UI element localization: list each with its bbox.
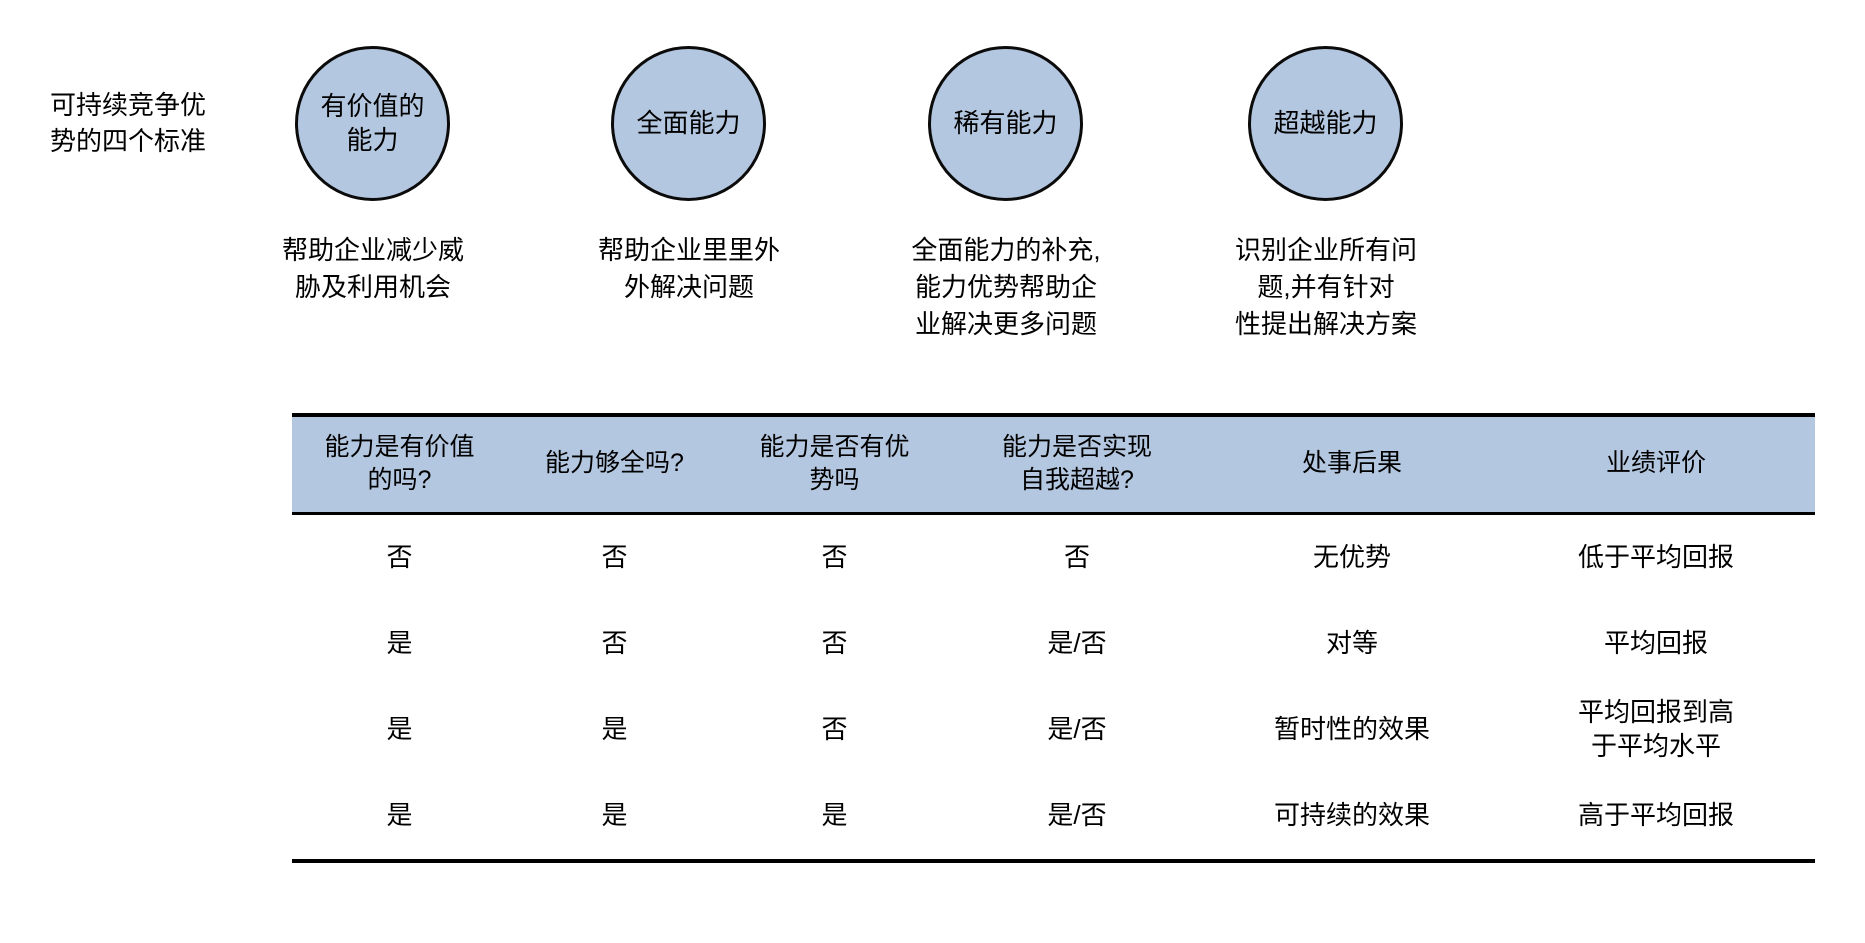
table-cell: 否	[821, 542, 848, 573]
table-cell: 是/否	[1047, 628, 1107, 659]
criterion-description: 帮助企业减少威 胁及利用机会	[281, 235, 464, 302]
table-header: 能力是有价值 的吗? 能力够全吗? 能力是否有优 势吗 能力是否实现 自我超越?…	[292, 413, 1815, 515]
table-row: 是 是 是 是/否 可持续的效果 高于平均回报	[292, 773, 1815, 863]
table-cell: 否	[821, 714, 848, 745]
criterion-circle-valuable: 有价值的 能力	[295, 46, 450, 201]
table-body: 否 否 否 否 无优势 低于平均回报 是 否 否 是/否 对等 平均回报 是	[292, 514, 1815, 863]
table-cell: 平均回报	[1603, 628, 1708, 659]
table-header-cell-valuable: 能力是有价值 的吗?	[292, 413, 507, 515]
table-cell: 对等	[1325, 628, 1378, 659]
table-header-cell-performance: 业绩评价	[1497, 413, 1815, 515]
outcomes-table: 能力是有价值 的吗? 能力够全吗? 能力是否有优 势吗 能力是否实现 自我超越?…	[292, 413, 1815, 863]
criterion-circle-rare: 稀有能力	[928, 46, 1083, 201]
table-cell: 是	[722, 773, 947, 863]
table-cell: 是/否	[1047, 714, 1107, 745]
table-cell: 可持续的效果	[1207, 773, 1497, 863]
table-header-cell-consequence: 处事后果	[1207, 413, 1497, 515]
criterion-circle-comprehensive: 全面能力	[611, 46, 766, 201]
table-header-row: 能力是有价值 的吗? 能力够全吗? 能力是否有优 势吗 能力是否实现 自我超越?…	[292, 413, 1815, 515]
criterion-circle-label: 有价值的 能力	[320, 91, 425, 155]
criterion-circle-label: 超越能力	[1273, 107, 1378, 138]
left-caption: 可持续竞争优 势的四个标准	[50, 90, 207, 156]
table-row: 是 是 否 是/否 暂时性的效果 平均回报到高 于平均水平	[292, 687, 1815, 773]
table-header-cell-comprehensive: 能力够全吗?	[507, 413, 722, 515]
table-row: 是 否 否 是/否 对等 平均回报	[292, 601, 1815, 687]
table-cell: 是/否	[947, 773, 1207, 863]
table-cell: 低于平均回报	[1577, 542, 1734, 573]
table-cell: 暂时性的效果	[1273, 714, 1430, 745]
table-cell: 否	[386, 542, 413, 573]
criterion-circle-transcendent: 超越能力	[1248, 46, 1403, 201]
table-cell: 否	[601, 628, 628, 659]
table-row: 否 否 否 否 无优势 低于平均回报	[292, 514, 1815, 602]
criterion-description: 帮助企业里里外 外解决问题	[597, 235, 780, 302]
table-cell: 无优势	[1312, 542, 1391, 573]
criterion-circle-label: 稀有能力	[953, 107, 1058, 138]
table-cell: 是	[601, 714, 628, 745]
table-cell: 高于平均回报	[1497, 773, 1815, 863]
table-cell: 否	[1063, 542, 1090, 573]
outcomes-table-container: 能力是有价值 的吗? 能力够全吗? 能力是否有优 势吗 能力是否实现 自我超越?…	[292, 413, 1815, 863]
table-cell: 是	[386, 714, 413, 745]
table-cell: 是	[292, 773, 507, 863]
table-cell: 否	[821, 628, 848, 659]
table-header-cell-advantage: 能力是否有优 势吗	[722, 413, 947, 515]
criterion-description: 识别企业所有问 题,并有针对 性提出解决方案	[1234, 235, 1417, 339]
table-header-cell-transcendence: 能力是否实现 自我超越?	[947, 413, 1207, 515]
table-cell: 否	[601, 542, 628, 573]
criterion-circle-label: 全面能力	[636, 107, 741, 138]
table-cell: 是	[507, 773, 722, 863]
table-cell: 平均回报到高 于平均水平	[1577, 697, 1734, 761]
criterion-description: 全面能力的补充, 能力优势帮助企 业解决更多问题	[911, 235, 1101, 339]
table-cell: 是	[386, 628, 413, 659]
